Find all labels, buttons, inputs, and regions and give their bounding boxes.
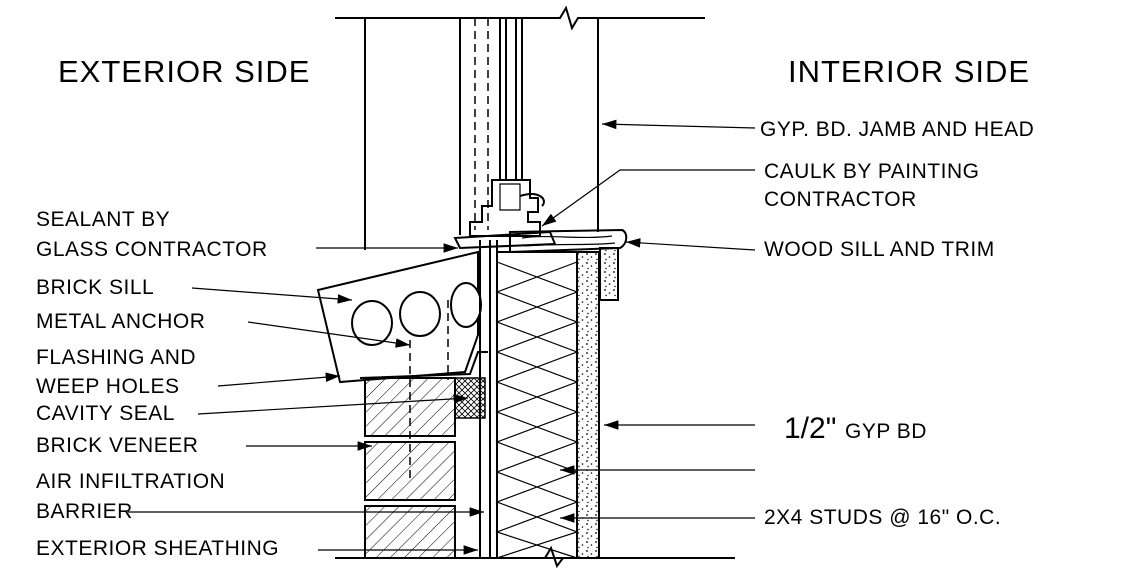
window-frame — [453, 179, 557, 250]
brick-sill-leader — [191, 287, 353, 304]
sealant-label-1: SEALANT BY — [36, 208, 170, 231]
gyp-thickness-label: 1/2" — [784, 412, 836, 445]
wood-sill-leader — [625, 238, 756, 251]
gyp-bd-label: GYP BD — [845, 420, 927, 443]
window-glass — [499, 18, 523, 180]
metal-anchor-label: METAL ANCHOR — [36, 310, 205, 333]
flashing-leader — [217, 372, 341, 387]
interior-side-heading: INTERIOR SIDE — [788, 54, 1030, 89]
brick-veneer — [364, 377, 456, 559]
cavity-seal-label: CAVITY SEAL — [36, 402, 175, 425]
air-barrier-label-1: AIR INFILTRATION — [36, 470, 225, 493]
gyp-jamb-label: GYP. BD. JAMB AND HEAD — [760, 118, 1034, 141]
cavity-seal-leader — [197, 394, 469, 415]
metal-anchor-leader — [247, 321, 411, 348]
window-jamb — [364, 18, 599, 250]
caulk-leader — [541, 169, 755, 227]
brick-veneer-label: BRICK VENEER — [36, 434, 198, 457]
exterior-side-heading: EXTERIOR SIDE — [58, 54, 310, 89]
caulk-label-1: CAULK BY PAINTING — [764, 160, 979, 183]
flashing-label-1: FLASHING AND — [36, 346, 196, 369]
stud-cavity — [495, 251, 579, 559]
studs-label: 2X4 STUDS @ 16" O.C. — [764, 506, 1001, 529]
wood-sill — [509, 228, 628, 301]
ext-sheathing-label: EXTERIOR SHEATHING — [36, 537, 279, 560]
flashing-label-2: WEEP HOLES — [36, 375, 180, 398]
flashing — [359, 351, 488, 379]
brick-sill-label: BRICK SILL — [36, 276, 154, 299]
air-barrier-label-2: BARRIER — [36, 500, 133, 523]
sealant-label-2: GLASS CONTRACTOR — [36, 238, 268, 261]
caulk-label-2: CONTRACTOR — [764, 188, 917, 211]
gyp-jamb-leader — [601, 119, 756, 130]
wood-sill-label: WOOD SILL AND TRIM — [764, 238, 995, 261]
gypsum-board — [576, 251, 600, 559]
